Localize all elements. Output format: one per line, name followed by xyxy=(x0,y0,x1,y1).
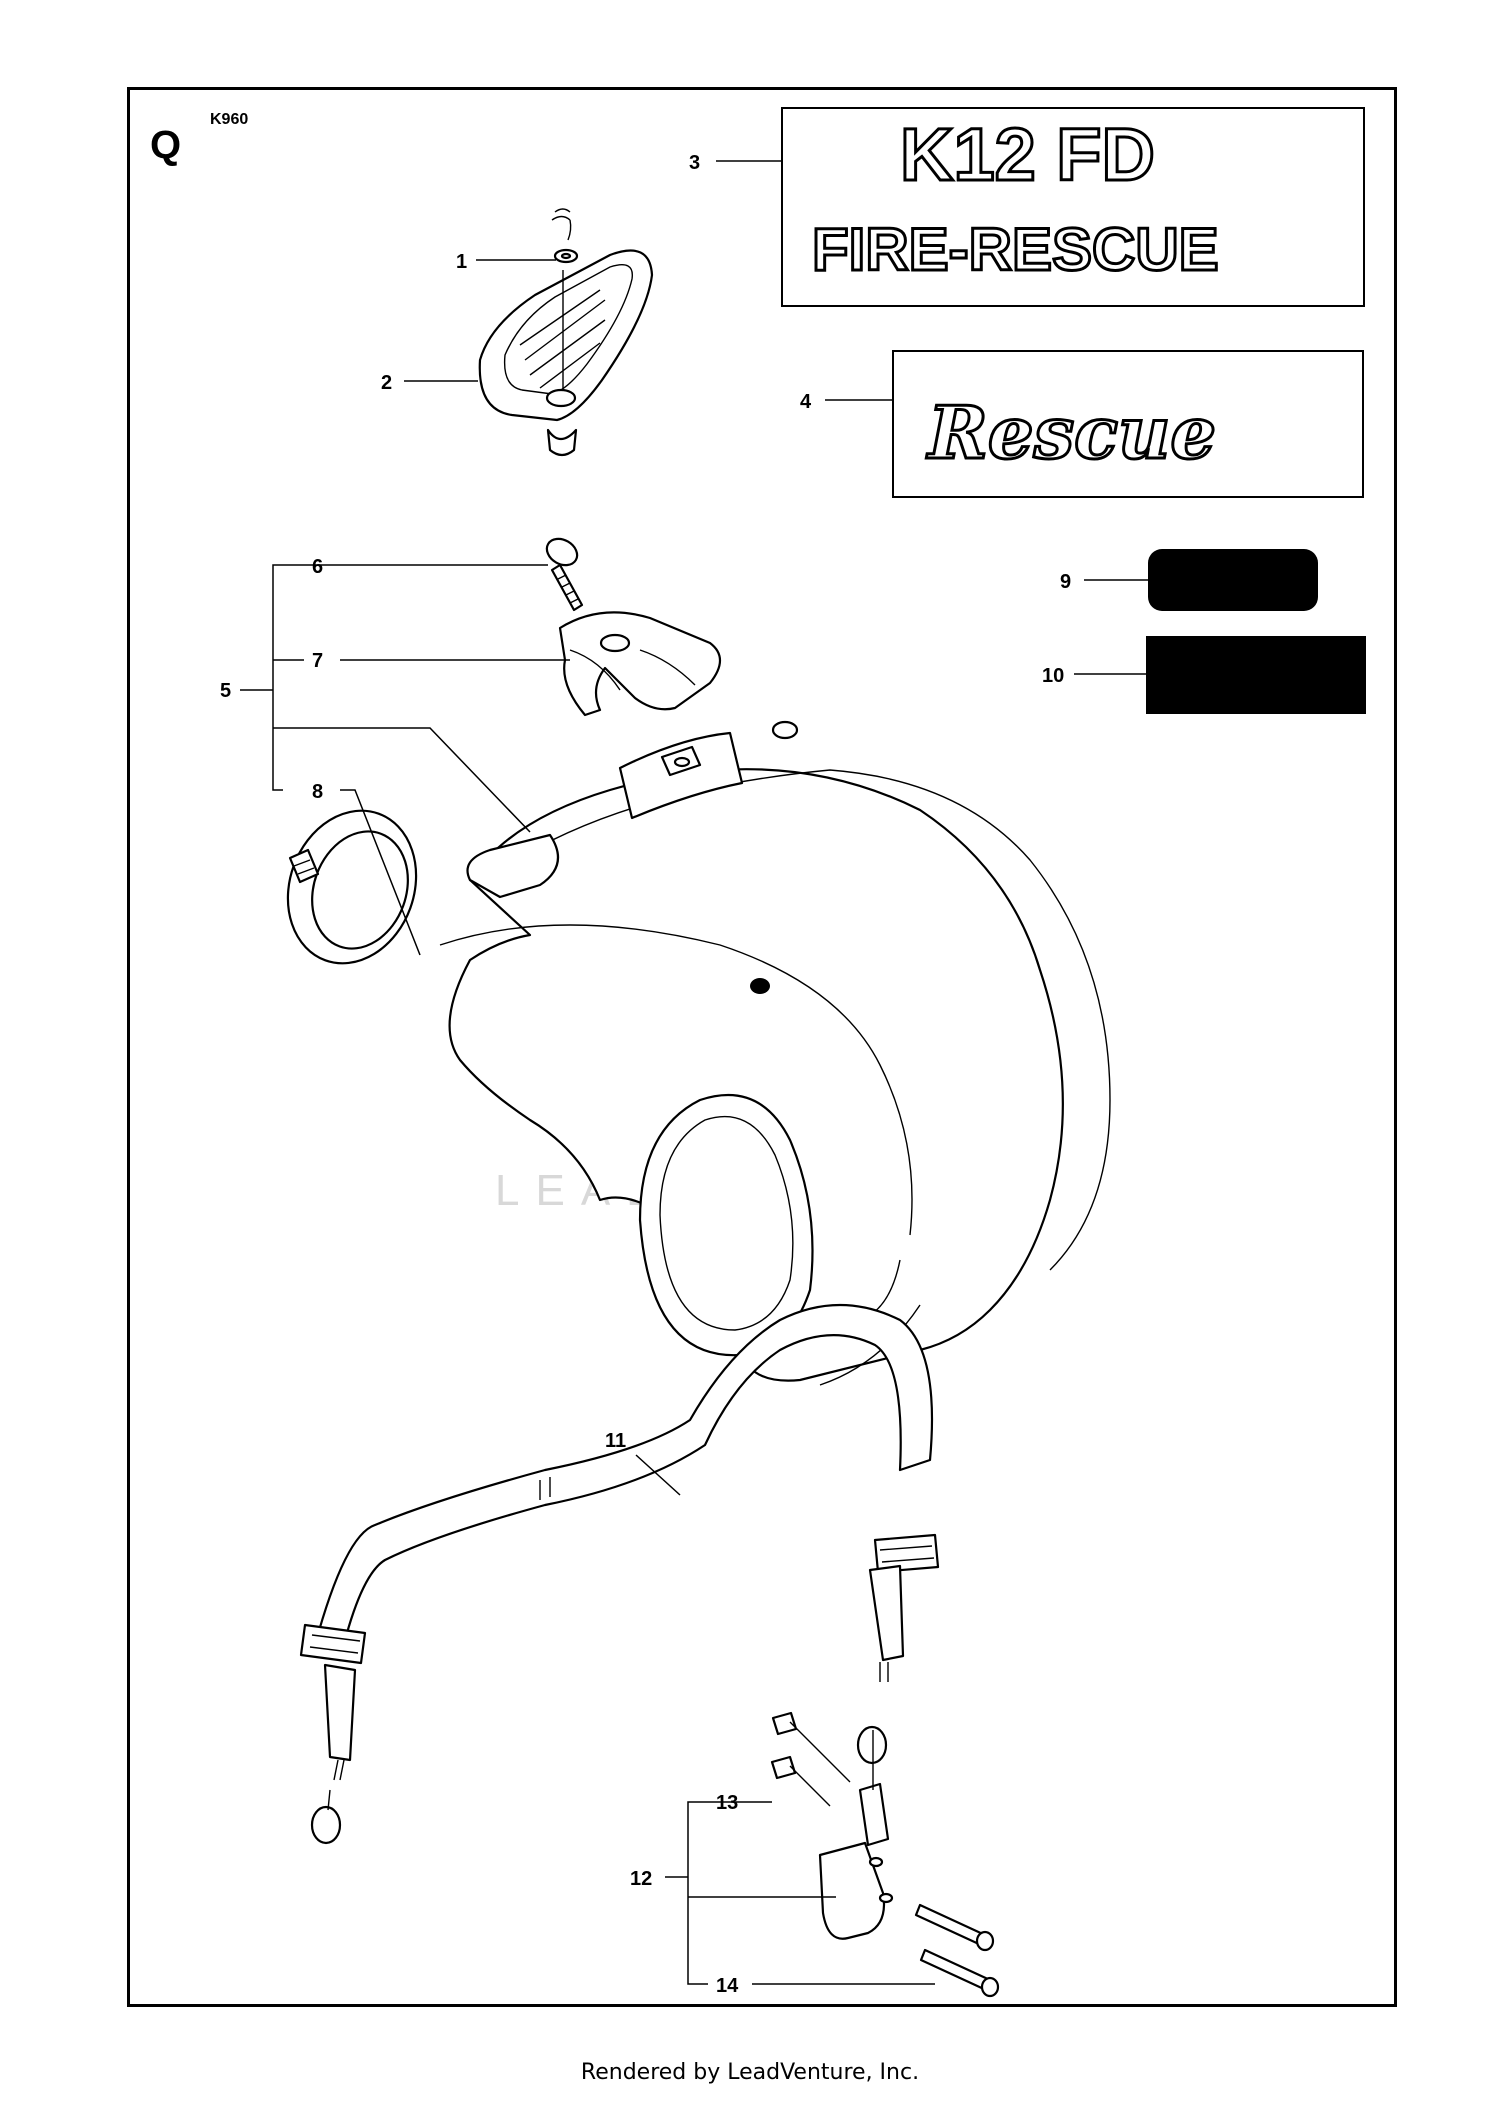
leader-lines xyxy=(240,160,1148,1985)
decal-k12-fd-fire-rescue: K12 FD FIRE-RESCUE xyxy=(781,107,1365,307)
part-11-strap xyxy=(299,1303,940,1845)
callout-numbers: 1 2 3 4 5 6 7 8 9 10 11 12 13 14 xyxy=(220,152,1071,1997)
diagram-frame xyxy=(127,87,1397,2007)
part-2-handle-bracket xyxy=(478,249,654,457)
callout-2: 2 xyxy=(381,372,392,394)
footer-credit: Rendered by LeadVenture, Inc. xyxy=(580,2060,920,2085)
callout-11: 11 xyxy=(605,1430,626,1452)
decal-line1: K12 FD xyxy=(900,113,1155,196)
callout-9: 9 xyxy=(1060,571,1071,593)
callout-6: 6 xyxy=(312,556,323,578)
callout-7: 7 xyxy=(312,650,323,672)
model-label: K960 xyxy=(210,111,248,128)
callout-3: 3 xyxy=(689,152,700,174)
callout-13: 13 xyxy=(716,1792,738,1814)
part-5-blade-guard xyxy=(439,720,1111,1386)
plate-10 xyxy=(1146,636,1366,714)
callout-14: 14 xyxy=(716,1975,739,1997)
part-12-strap-bracket xyxy=(770,1711,1000,1998)
part-8-seal-ring xyxy=(286,809,418,965)
decal-rescue-text: Rescue xyxy=(926,390,1216,475)
callout-5: 5 xyxy=(220,680,231,702)
part-1-washer xyxy=(551,208,579,264)
callout-1: 1 xyxy=(456,251,467,273)
decal-line2: FIRE-RESCUE xyxy=(812,216,1219,283)
callout-4: 4 xyxy=(800,391,812,413)
callout-8: 8 xyxy=(312,781,323,803)
callout-12: 12 xyxy=(630,1868,652,1890)
callout-10: 10 xyxy=(1042,665,1064,687)
part-6-screw xyxy=(545,537,584,612)
plate-9 xyxy=(1148,549,1318,611)
part-7-clamp-cover xyxy=(558,611,722,717)
section-letter: Q xyxy=(150,123,181,167)
decal-rescue: Rescue xyxy=(892,350,1364,498)
